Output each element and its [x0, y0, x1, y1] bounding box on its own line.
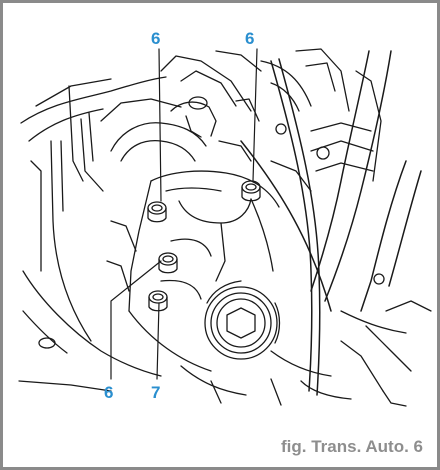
callout-7-bottom-right: 7 [151, 383, 161, 402]
drain-plug [204, 280, 281, 360]
figure-caption: fig. Trans. Auto. 6 [281, 437, 423, 456]
leader-lines [110, 48, 258, 380]
callout-6-top-left: 6 [151, 29, 161, 48]
bolt-top-left [147, 201, 167, 223]
transmission-housing [106, 170, 280, 372]
housing-lower [18, 270, 432, 407]
bolt-middle-left [158, 252, 178, 274]
bolt-top-right [241, 180, 261, 202]
housing-top-center [160, 50, 262, 162]
casing-upper-left [20, 76, 207, 342]
bolt-lower-left [148, 290, 168, 312]
callout-6-bottom-left: 6 [104, 383, 114, 402]
transmission-line-drawing: 6 6 6 7 [11, 11, 435, 433]
cooler-lines [240, 50, 422, 396]
housing-top-right [260, 48, 382, 192]
callout-6-top-right: 6 [245, 29, 255, 48]
